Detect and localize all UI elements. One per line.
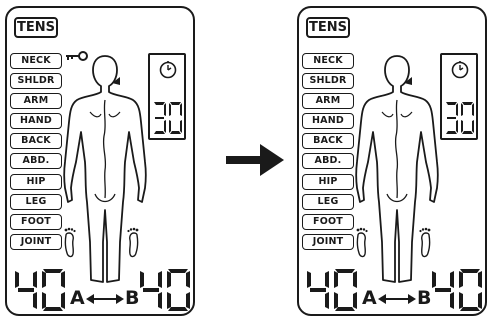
pointer-arrow-icon xyxy=(112,77,120,85)
channel-a-intensity-display xyxy=(12,268,68,312)
channel-b-intensity-display xyxy=(137,268,193,312)
tens-title: TENS xyxy=(14,17,58,38)
tens-title: TENS xyxy=(306,17,350,38)
double-arrow-icon xyxy=(378,294,416,304)
pointer-arrow-icon xyxy=(404,77,412,85)
footprint-icon xyxy=(125,227,141,259)
timer-value-display xyxy=(444,101,476,135)
double-arrow-icon xyxy=(86,294,124,304)
footprint-icon xyxy=(62,227,78,259)
timer-value-display xyxy=(152,101,184,135)
timer-panel xyxy=(148,53,186,140)
lcd-display-left: TENS NECK SHLDR ARM HAND BACK ABD. HIP L… xyxy=(5,6,195,316)
timer-icon xyxy=(159,61,177,79)
footprint-icon xyxy=(354,227,370,259)
channel-a-label: A xyxy=(70,287,85,309)
timer-panel xyxy=(440,53,478,140)
channel-a-label: A xyxy=(362,287,377,309)
channel-a-intensity-display xyxy=(304,268,360,312)
timer-icon xyxy=(451,61,469,79)
lcd-display-right: TENS NECK SHLDR ARM HAND BACK ABD. HIP L… xyxy=(297,6,487,316)
footprint-icon xyxy=(417,227,433,259)
right-arrow-icon xyxy=(226,142,284,178)
channel-b-intensity-display xyxy=(429,268,485,312)
